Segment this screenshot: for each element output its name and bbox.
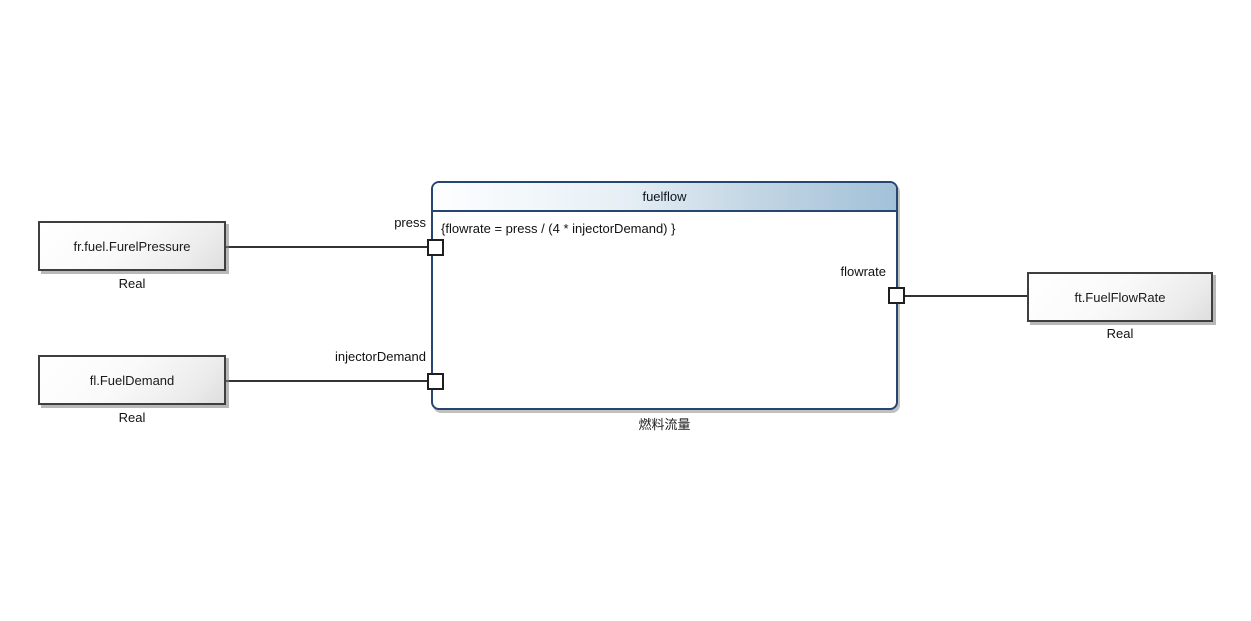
constraint-block-body: {flowrate = press / (4 * injectorDemand)… xyxy=(433,212,896,245)
constraint-block-fuelflow[interactable]: fuelflow {flowrate = press / (4 * inject… xyxy=(431,181,898,410)
connector-press[interactable] xyxy=(226,246,427,248)
constraint-block-title: fuelflow xyxy=(642,189,687,204)
param-label-fuel-pressure: fr.fuel.FurelPressure xyxy=(73,238,191,254)
port-injector-demand[interactable] xyxy=(427,373,444,390)
param-type-fuel-pressure: Real xyxy=(118,276,146,291)
port-press[interactable] xyxy=(427,239,444,256)
param-label-fuel-demand: fl.FuelDemand xyxy=(89,372,175,388)
constraint-expression: {flowrate = press / (4 * injectorDemand)… xyxy=(441,221,676,236)
constraint-block-header: fuelflow xyxy=(433,183,896,212)
port-label-flowrate: flowrate xyxy=(840,264,886,279)
param-node-fuel-demand[interactable]: fl.FuelDemand xyxy=(38,355,226,405)
param-node-fuel-flow-rate[interactable]: ft.FuelFlowRate xyxy=(1027,272,1213,322)
connector-injector-demand[interactable] xyxy=(226,380,427,382)
port-label-press: press xyxy=(394,215,426,230)
param-node-fuel-pressure[interactable]: fr.fuel.FurelPressure xyxy=(38,221,226,271)
port-flowrate[interactable] xyxy=(888,287,905,304)
param-type-fuel-demand: Real xyxy=(118,410,146,425)
port-label-injector-demand: injectorDemand xyxy=(334,349,426,364)
connector-flowrate[interactable] xyxy=(905,295,1027,297)
param-label-fuel-flow-rate: ft.FuelFlowRate xyxy=(1074,289,1166,305)
param-type-fuel-flow-rate: Real xyxy=(1106,326,1134,341)
constraint-block-caption: 燃料流量 xyxy=(638,417,691,432)
